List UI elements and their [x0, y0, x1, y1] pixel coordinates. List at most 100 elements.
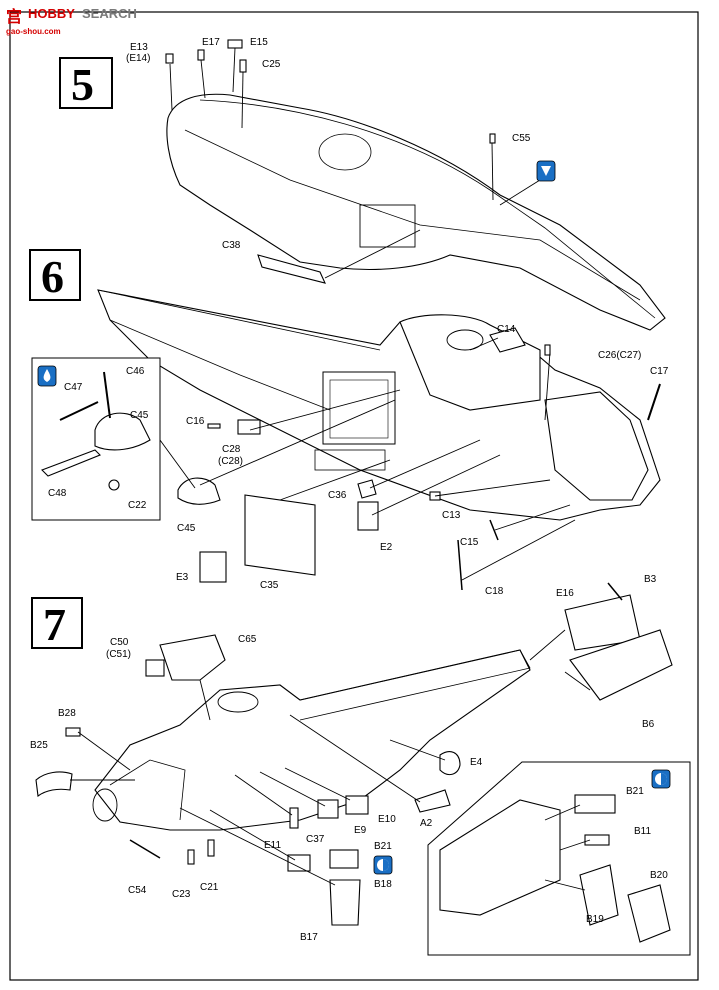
label-e10: E10 [378, 814, 396, 825]
label-c25: C25 [262, 59, 281, 70]
label-inset-c48: C48 [48, 488, 67, 499]
arrow-c37 [234, 774, 293, 816]
arrow-c15 [494, 504, 571, 531]
part-c15 [489, 519, 499, 541]
label-c13: C13 [442, 510, 461, 521]
arrow-a2 [289, 714, 421, 803]
arrow-b6 [564, 671, 591, 691]
step-7-inset: B21 B11 B20 B19 [427, 761, 691, 956]
step-5-box [59, 57, 113, 109]
part-b25 [35, 771, 73, 798]
arrow-b17 [179, 807, 336, 886]
label-b6: B6 [642, 719, 655, 730]
label-c17: C17 [650, 366, 669, 377]
label-inset-b19: B19 [586, 914, 604, 925]
arrow-e15 [232, 47, 236, 93]
label-b21: B21 [374, 841, 392, 852]
arrow-paint-callout [499, 179, 541, 206]
label-e15: E15 [250, 37, 268, 48]
inset-part-c48 [41, 449, 101, 477]
fuselage-rotor-base [318, 133, 372, 171]
part-c21 [207, 839, 215, 857]
inset-part-c45-body [94, 412, 151, 451]
arrow-inset-c45 [159, 439, 196, 489]
part-c17 [647, 383, 661, 421]
arrow-c55 [491, 142, 494, 201]
inset-part-b11 [584, 834, 610, 846]
part-e15 [227, 39, 243, 49]
fuselage-upper-ridge [199, 99, 656, 319]
floor-grille [314, 449, 386, 471]
label-c50: C50 [110, 637, 129, 648]
part-c18 [457, 539, 463, 591]
label-e14: (E14) [126, 53, 150, 64]
inset-part-c46 [103, 371, 111, 419]
label-c26: C26(C27) [598, 350, 641, 361]
symmetric-parts-icon [373, 855, 393, 875]
step-5: 5 E13 (E14) E17 E15 C25 C55 C38 [59, 37, 666, 331]
label-b17: B17 [300, 932, 318, 943]
fuselage-right-half [94, 649, 531, 831]
step-7-box [31, 597, 83, 649]
arrow-c36 [369, 439, 481, 489]
part-c55 [489, 133, 496, 144]
arrow-e2 [371, 454, 501, 516]
label-c21: C21 [200, 882, 219, 893]
label-c15: C15 [460, 537, 479, 548]
fuselage-door-frame [322, 371, 396, 445]
fuselage-door-opening [359, 204, 416, 248]
label-c45: C45 [177, 523, 196, 534]
label-c14: C14 [497, 324, 516, 335]
inset-part-c47 [59, 401, 99, 421]
part-e13 [165, 53, 174, 64]
part-c16 [207, 423, 221, 429]
label-c51: (C51) [106, 649, 131, 660]
arrow-c38 [324, 229, 421, 279]
label-b18: B18 [374, 879, 392, 890]
inset-part-b20 [627, 884, 671, 943]
watermark-brand-right: SEARCH [82, 6, 137, 21]
watermark-logo: 宫 [6, 7, 22, 26]
label-c36: C36 [328, 490, 347, 501]
part-e17 [197, 49, 205, 61]
arrow-inset-b19 [544, 879, 586, 891]
label-inset-c47: C47 [64, 382, 83, 393]
nose-window [92, 788, 118, 822]
label-e17: E17 [202, 37, 220, 48]
step-6-number: 6 [41, 251, 64, 302]
part-b21-main [329, 849, 359, 869]
step-6-box [29, 249, 81, 301]
inset-part-b19 [579, 864, 619, 926]
engine-intake-7 [217, 691, 259, 713]
label-e9: E9 [354, 825, 367, 836]
label-b3: B3 [644, 574, 657, 585]
label-c18: C18 [485, 586, 504, 597]
label-inset-b20: B20 [650, 870, 668, 881]
watermark: 宫 HOBBY SEARCH gao-shou.com [6, 6, 137, 36]
label-c28-paren: (C28) [218, 456, 243, 467]
part-c37 [289, 807, 299, 829]
part-a2 [414, 789, 451, 813]
page-frame [9, 11, 699, 981]
part-e16 [607, 582, 623, 601]
arrow-e9 [259, 771, 326, 807]
label-b25: B25 [30, 740, 48, 751]
arrow-e11 [209, 809, 296, 861]
part-c35 [244, 494, 316, 576]
part-c45-assembly [177, 477, 221, 505]
cockpit-nose [544, 391, 649, 501]
engine-intake [446, 329, 484, 351]
part-c26 [544, 344, 551, 356]
step-6: 6 C14 [29, 249, 669, 597]
step-7: 7 [30, 574, 691, 956]
part-c25 [239, 59, 247, 73]
label-inset-c46: C46 [126, 366, 145, 377]
step-7-number: 7 [43, 599, 66, 650]
fuselage-upper-part [166, 93, 666, 331]
symmetric-parts-icon-inset [651, 769, 671, 789]
part-c38 [257, 254, 326, 284]
inset-interior-wall [439, 799, 561, 916]
label-c23: C23 [172, 889, 191, 900]
label-c38: C38 [222, 240, 241, 251]
